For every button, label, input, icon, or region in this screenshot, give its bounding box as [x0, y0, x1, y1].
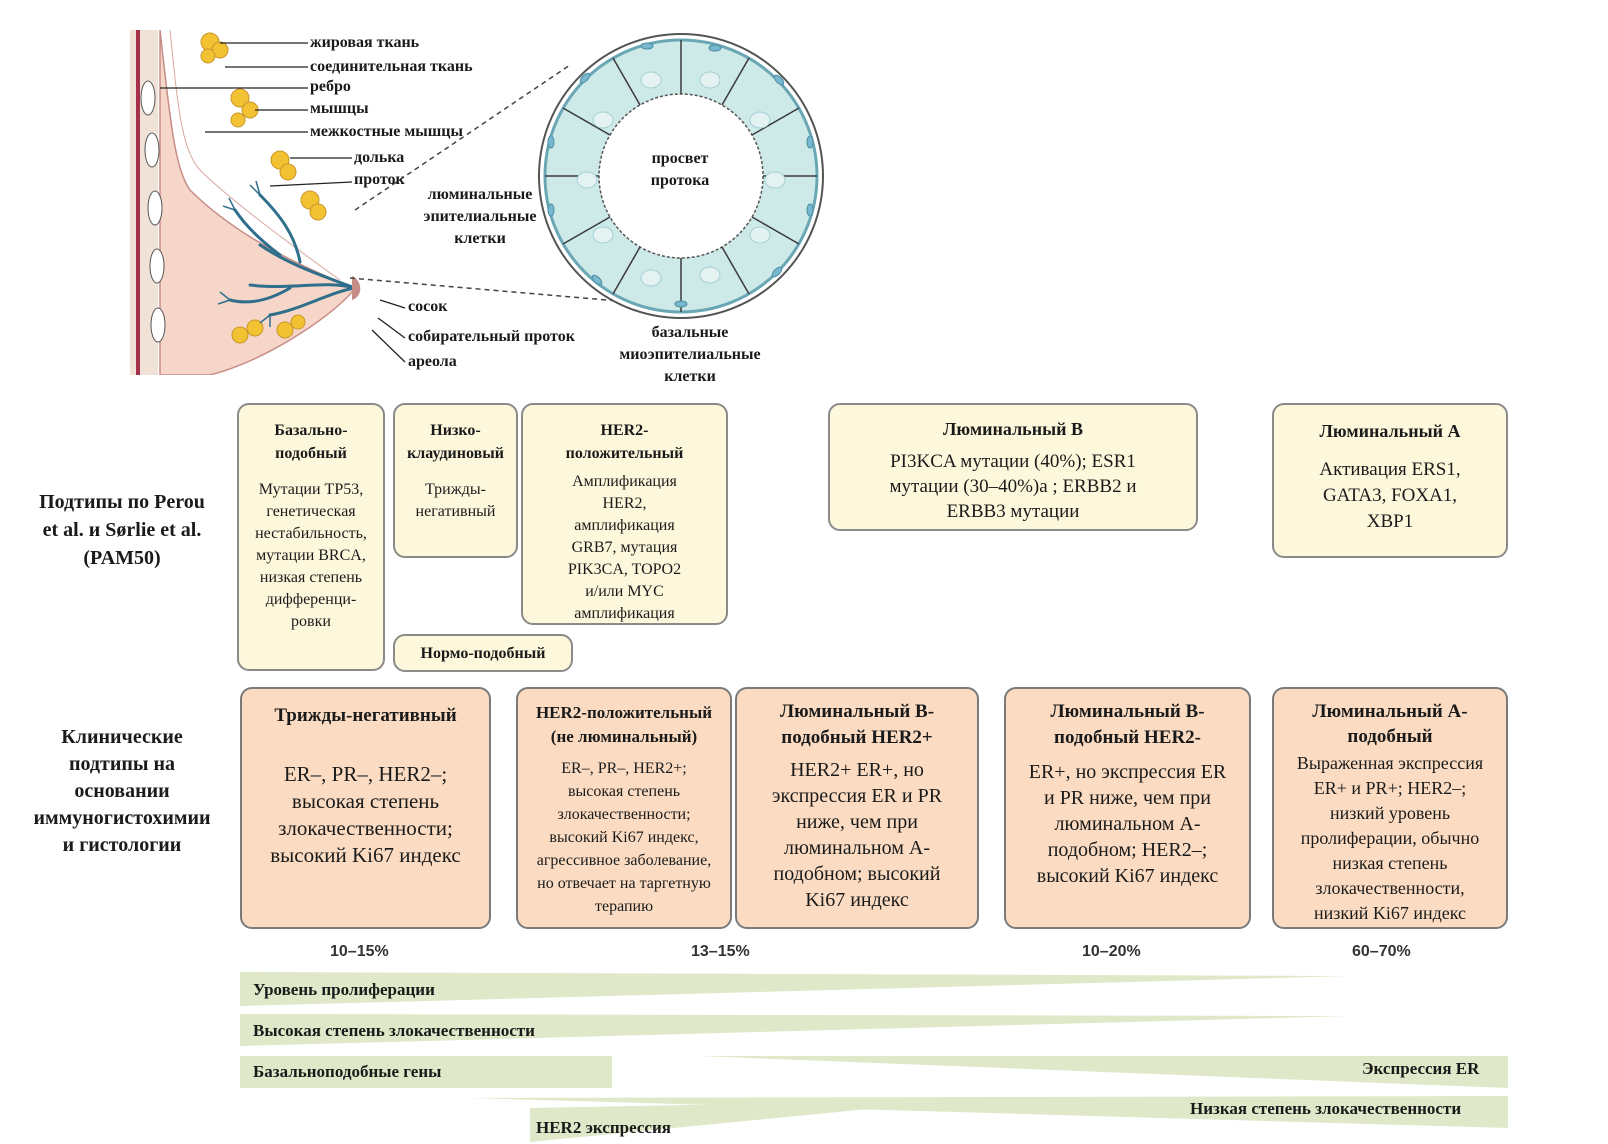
- clinical-her2-title: HER2-положительный(не люминальный): [535, 703, 713, 746]
- pam50-her2-body: Амплификация HER2, амплификация GRB7, му…: [567, 473, 682, 622]
- label-low-grade: Низкая степень злокачественности: [1190, 1099, 1462, 1118]
- pam50-lumb-title: Люминальный В: [942, 419, 1083, 439]
- duct-cross-section: [538, 33, 824, 319]
- wedge-low-grade: [470, 1096, 1508, 1128]
- clinical-tn-body: ER–, PR–, HER2–; высокая степень злокаче…: [270, 762, 461, 867]
- label-proliferation: Уровень пролиферации: [253, 980, 435, 999]
- pam50-basal-body: Мутации TP53, генетическая нестабильност…: [255, 481, 367, 630]
- clinical-box-luminal-a-like: Люминальный А-подобный Выраженная экспре…: [1272, 687, 1508, 929]
- percent-luminal-b: 10–20%: [1082, 943, 1141, 960]
- pam50-claudin-body: Трижды-негативный: [415, 481, 496, 520]
- label-intercostal-muscles: межкостные мышцы: [310, 123, 463, 140]
- label-er-expression: Экспрессия ER: [1362, 1059, 1480, 1078]
- label-lobule: долька: [354, 149, 405, 166]
- label-fat-tissue: жировая ткань: [310, 34, 420, 51]
- label-collecting-duct: собирательный проток: [408, 328, 575, 345]
- pam50-her2-title: HER2-положительный: [565, 422, 684, 462]
- percent-luminal-a: 60–70%: [1352, 943, 1411, 960]
- label-rib: ребро: [310, 78, 351, 95]
- pam50-normal-title: Нормо-подобный: [420, 645, 546, 662]
- clinical-box-triple-negative: Трижды-негативный ER–, PR–, HER2–; высок…: [240, 687, 491, 929]
- label-duct: проток: [354, 171, 405, 188]
- pam50-box-luminal-a: Люминальный А Активация ERS1, GATA3, FOX…: [1272, 403, 1508, 558]
- percent-triple-negative: 10–15%: [330, 943, 389, 960]
- label-nipple: сосок: [408, 298, 448, 315]
- row-header-pam50: Подтипы по Perou et al. и Sørlie et al. …: [39, 491, 205, 569]
- clinical-box-luminal-b-her2-neg: Люминальный В-подобный HER2- ER+, но экс…: [1004, 687, 1251, 929]
- label-areola: ареола: [408, 353, 457, 370]
- clinical-box-luminal-b-her2-pos: Люминальный В-подобный HER2+ HER2+ ER+, …: [735, 687, 979, 929]
- clinical-box-her2-positive: HER2-положительный(не люминальный) ER–, …: [516, 687, 732, 929]
- clinical-lumb-her2n-body: ER+, но экспрессия ER и PR ниже, чем при…: [1028, 761, 1227, 887]
- label-high-grade: Высокая степень злокачественности: [253, 1021, 535, 1040]
- pam50-luma-body: Активация ERS1, GATA3, FOXA1, XBP1: [1319, 459, 1461, 532]
- clinical-luma-title: Люминальный А-подобный: [1312, 701, 1468, 747]
- wedge-her2-expression: [530, 1100, 960, 1142]
- label-her2-expression: HER2 экспрессия: [536, 1118, 671, 1137]
- pam50-box-luminal-b: Люминальный В PI3KCA мутации (40%); ESR1…: [828, 403, 1198, 531]
- pam50-lumb-body: PI3KCA мутации (40%); ESR1 мутации (30–4…: [889, 451, 1137, 522]
- clinical-her2-body: ER–, PR–, HER2+; высокая степень злокаче…: [536, 760, 712, 915]
- label-duct-lumen: просвет протока: [650, 150, 710, 189]
- percent-her2: 13–15%: [691, 943, 750, 960]
- label-basal-like-genes: Базальноподобные гены: [253, 1062, 442, 1081]
- gradient-wedges: [240, 972, 1508, 1142]
- clinical-luma-body: Выраженная экспрессия ER+ и PR+; HER2–; …: [1296, 753, 1484, 923]
- label-muscles: мышцы: [310, 100, 369, 117]
- pam50-box-claudin-low: Низко-клаудиновый Трижды-негативный: [393, 403, 518, 558]
- wedge-proliferation: [240, 972, 1350, 1006]
- clinical-lumb-her2n-title: Люминальный В-подобный HER2-: [1050, 701, 1205, 748]
- pam50-basal-title: Базально-подобный: [274, 422, 348, 462]
- clinical-lumb-her2p-body: HER2+ ER+, но экспрессия ER и PR ниже, ч…: [771, 759, 943, 911]
- pam50-luma-title: Люминальный А: [1319, 421, 1461, 441]
- clinical-lumb-her2p-title: Люминальный В-подобный HER2+: [779, 701, 935, 748]
- pam50-box-her2-positive: HER2-положительный Амплификация HER2, ам…: [521, 403, 728, 625]
- pam50-claudin-title: Низко-клаудиновый: [407, 422, 504, 462]
- wedge-high-grade: [240, 1014, 1350, 1046]
- wedge-er-expression: [700, 1056, 1508, 1088]
- wedge-basal-genes: [240, 1056, 612, 1088]
- label-connective-tissue: соединительная ткань: [310, 58, 473, 75]
- label-basal-myoepithelial-cells: базальные миоэпителиальные клетки: [619, 324, 761, 385]
- clinical-tn-title: Трижды-негативный: [274, 705, 457, 726]
- pam50-box-basal-like: Базально-подобный Мутации TP53, генетиче…: [237, 403, 385, 671]
- label-luminal-epithelial-cells: люминальные эпителиальные клетки: [423, 186, 537, 247]
- row-header-clinical: Клинические подтипы на основании иммуног…: [33, 726, 211, 856]
- pam50-box-normal-like: Нормо-подобный: [393, 634, 573, 672]
